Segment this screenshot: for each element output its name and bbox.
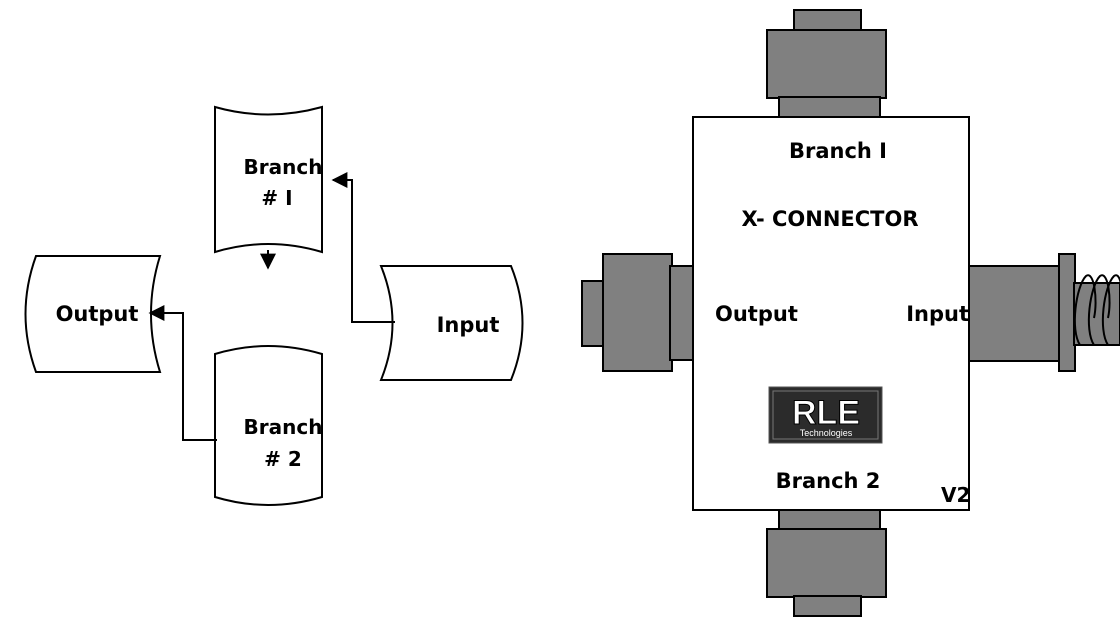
device-branch-2-label: Branch 2 xyxy=(776,469,881,493)
device-title: X- CONNECTOR xyxy=(741,207,918,231)
output-node: Output xyxy=(24,255,162,373)
connector-body xyxy=(692,116,970,511)
arrow-branch2-to-output xyxy=(148,305,217,441)
rle-logo-subtext: Technologies xyxy=(800,428,853,438)
top-connector xyxy=(766,9,887,118)
branch-2-label-line2: # 2 xyxy=(264,447,302,471)
device-input-label: Input xyxy=(906,302,969,326)
bottom-connector xyxy=(766,509,887,617)
branch-2-label-line1: Branch xyxy=(244,415,323,439)
input-node: Input xyxy=(379,265,524,381)
input-node-label: Input xyxy=(437,313,500,337)
right-connector xyxy=(968,253,1120,372)
branch-2-node: Branch # 2 xyxy=(214,345,323,506)
device-branch-1-label: Branch I xyxy=(789,139,887,163)
device-output-label: Output xyxy=(715,302,798,326)
branch-1-label-line1: Branch xyxy=(244,155,323,179)
left-connector xyxy=(581,253,694,372)
device-version-label: V2 xyxy=(941,483,970,507)
arrow-input-to-branch1 xyxy=(331,172,395,323)
branch-1-label-line2: # I xyxy=(261,186,292,210)
thread-coils xyxy=(1073,274,1120,346)
flowchart: Branch # I Branch # 2 Output Input xyxy=(24,105,524,506)
output-node-label: Output xyxy=(56,302,139,326)
branch-1-node: Branch # I xyxy=(214,105,323,254)
rle-logo: RLE Technologies xyxy=(768,386,883,444)
x-connector-device: Branch I X- CONNECTOR Output Input RLE T… xyxy=(581,9,1120,617)
rle-logo-text: RLE xyxy=(792,394,860,432)
